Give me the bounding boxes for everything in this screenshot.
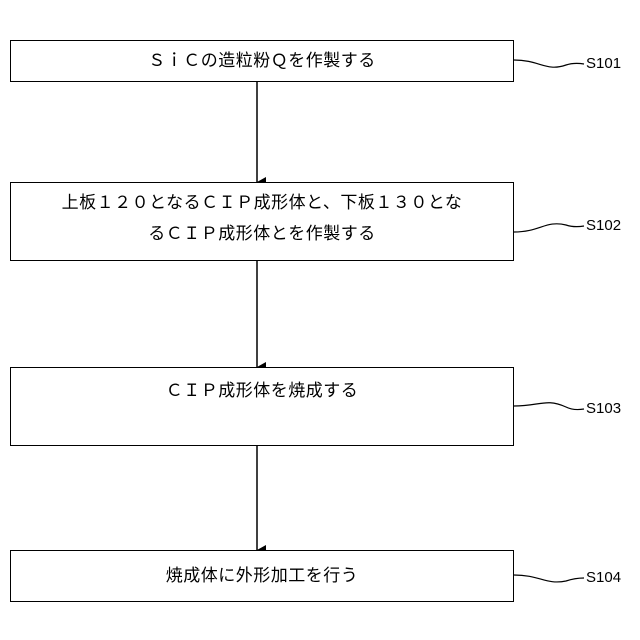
step-box-s101: ＳｉＣの造粒粉Ｑを作製する xyxy=(10,40,514,82)
step-box-s103: ＣＩＰ成形体を焼成する xyxy=(10,367,514,446)
step-label: S102 xyxy=(586,217,621,234)
step-label: S104 xyxy=(586,569,621,586)
step-box-s104: 焼成体に外形加工を行う xyxy=(10,550,514,602)
leader-s102 xyxy=(514,224,584,232)
step-text: るＣＩＰ成形体とを作製する xyxy=(11,219,513,249)
step-text: 焼成体に外形加工を行う xyxy=(11,561,513,591)
leader-s104 xyxy=(514,575,584,582)
step-label: S103 xyxy=(586,400,621,417)
step-text: ＳｉＣの造粒粉Ｑを作製する xyxy=(11,46,513,76)
step-text: ＣＩＰ成形体を焼成する xyxy=(11,376,513,406)
leader-s101 xyxy=(514,60,584,67)
leader-s103 xyxy=(514,403,584,410)
step-text: 上板１２０となるＣＩＰ成形体と、下板１３０とな xyxy=(11,188,513,218)
step-label: S101 xyxy=(586,55,621,72)
step-box-s102: 上板１２０となるＣＩＰ成形体と、下板１３０とな るＣＩＰ成形体とを作製する xyxy=(10,182,514,261)
